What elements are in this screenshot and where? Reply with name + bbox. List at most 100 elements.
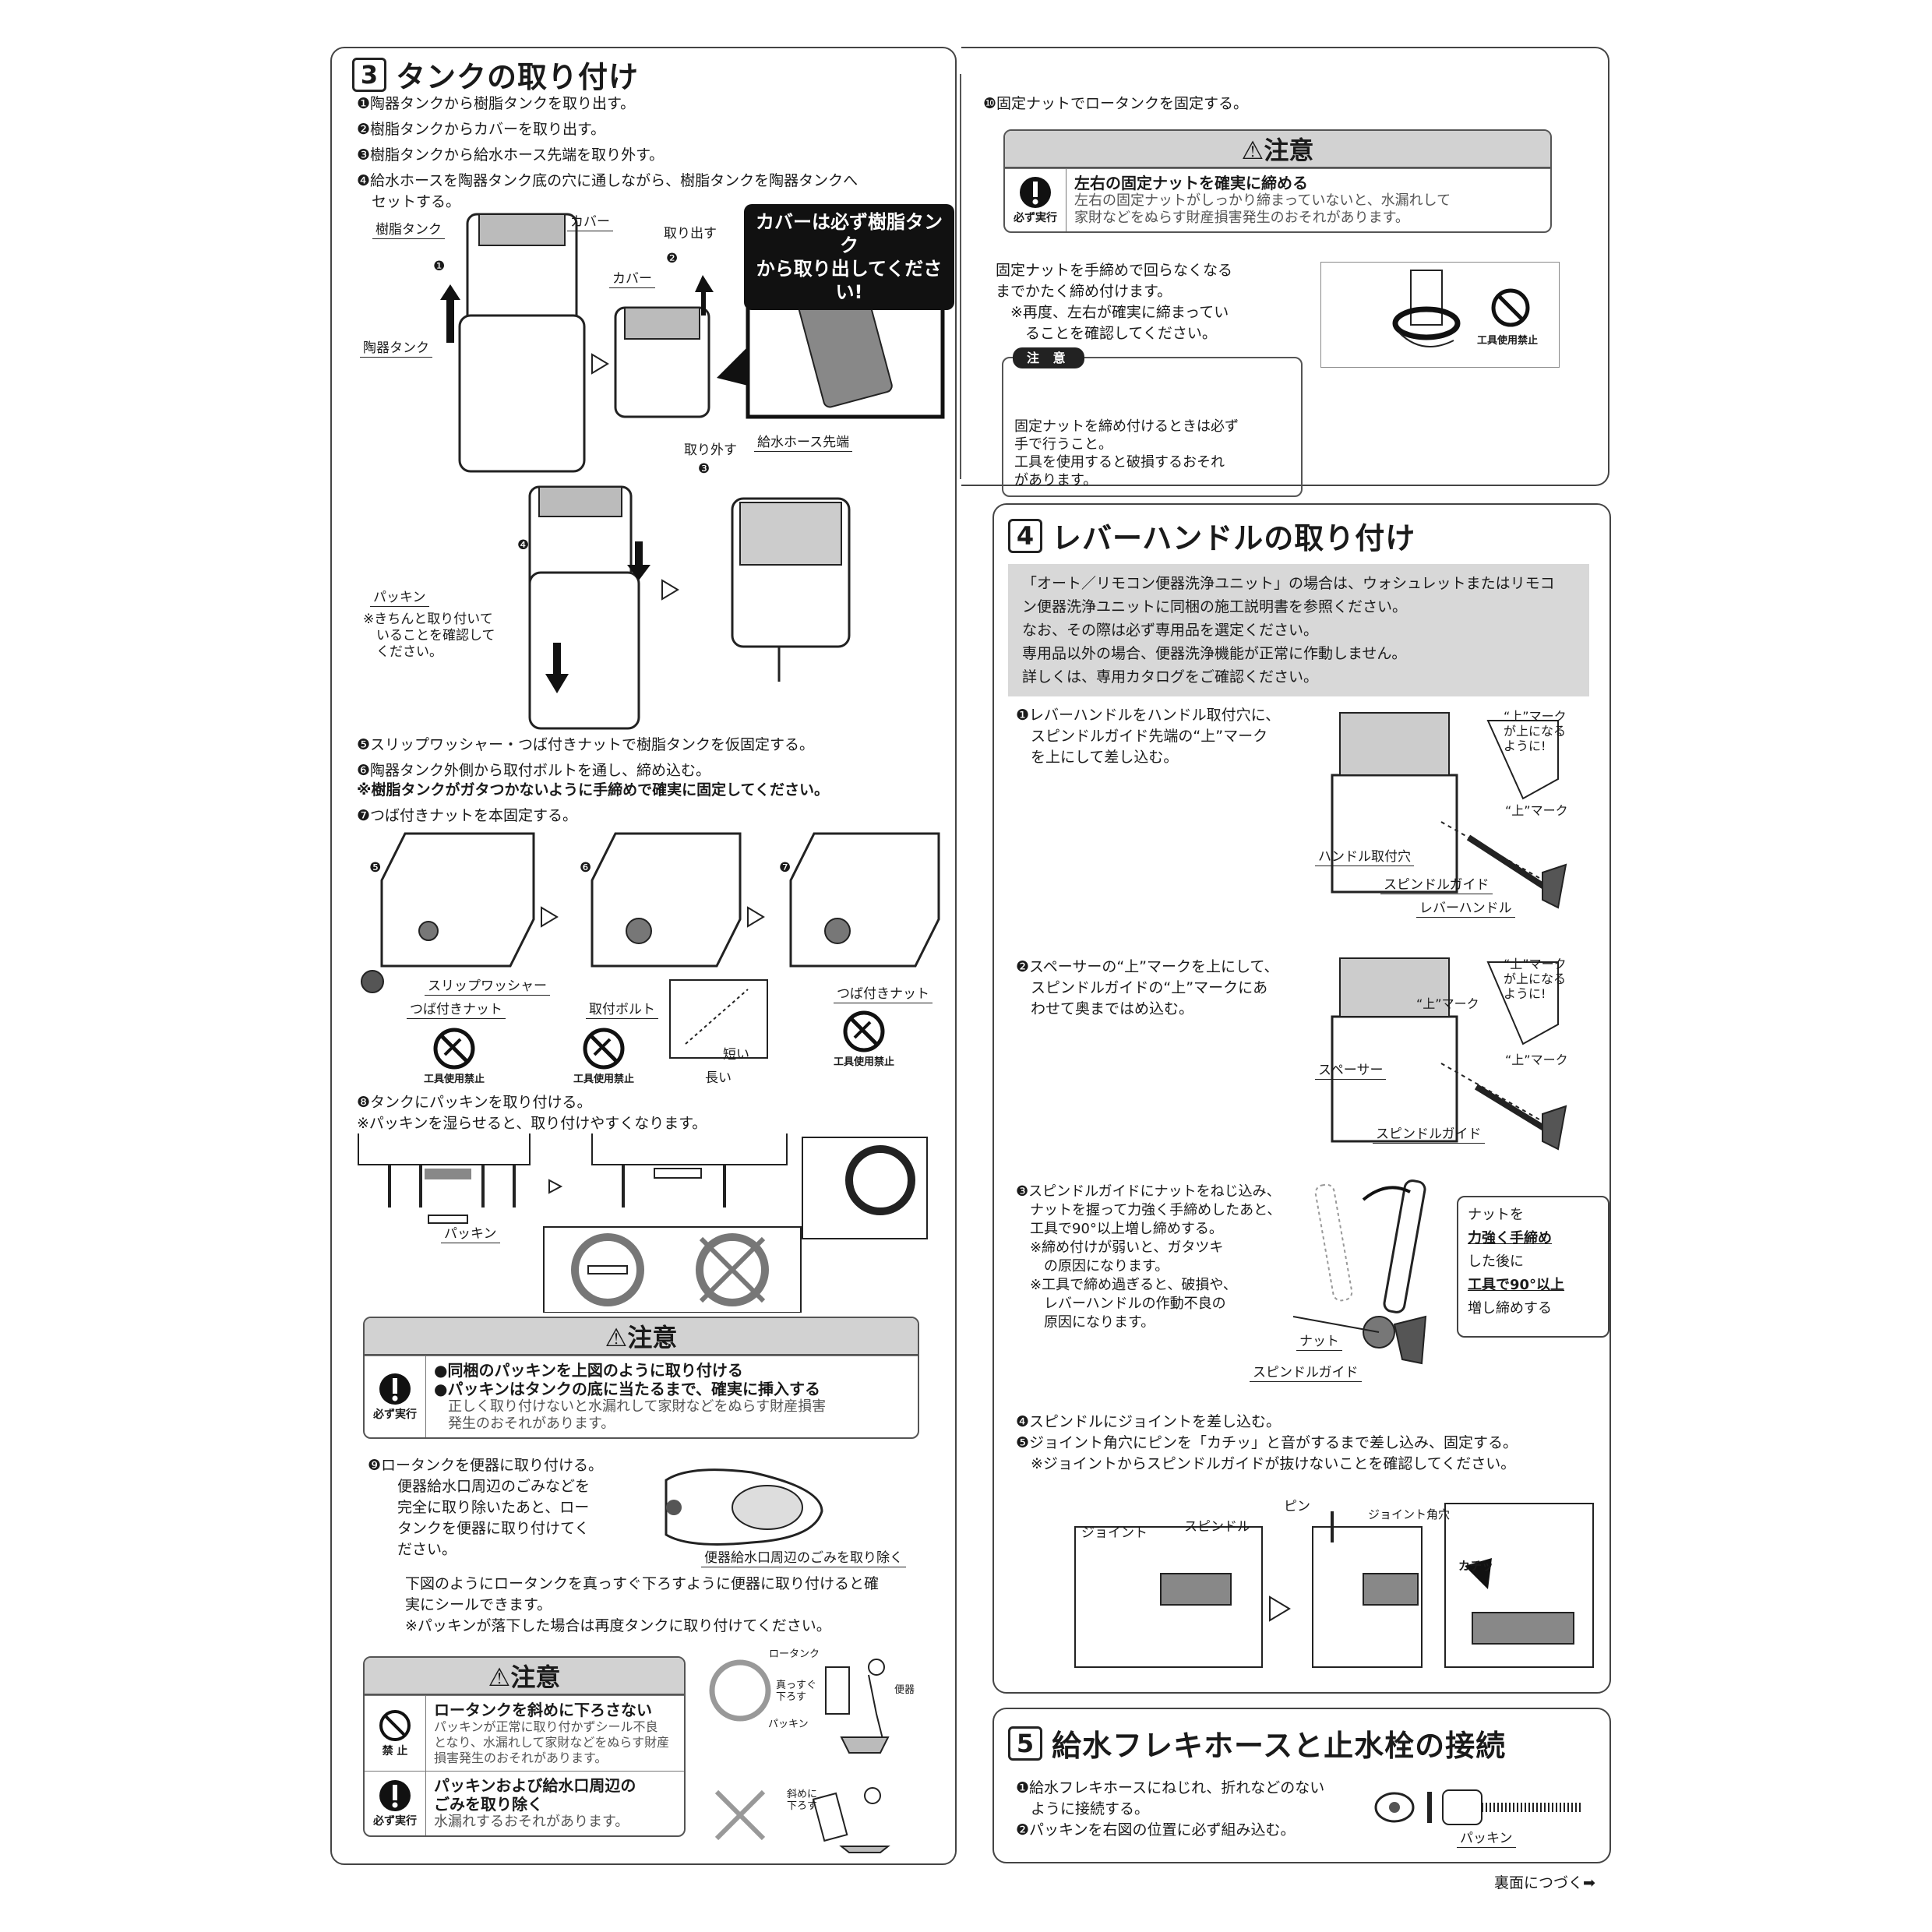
label-straight: 真っすぐ 下ろす [776, 1680, 817, 1703]
label-remove: 取り外す [684, 442, 737, 458]
step-7: ❼つば付きナットを本固定する。 [357, 807, 578, 824]
label-hose-tip: 給水ホース先端 [754, 435, 853, 452]
caution-row: 必ず実行 左右の固定ナットを確実に締める 左右の固定ナットがしっかり締まっていな… [1005, 168, 1550, 231]
box-line-2: 力強く手締め [1468, 1230, 1552, 1246]
label-long: 長い [705, 1070, 732, 1086]
lever-handle-illustration [1331, 712, 1567, 909]
step-6: ❻陶器タンク外側から取付ボルトを通し、締め込む。 [357, 762, 711, 779]
no-tool-icon [433, 1028, 475, 1070]
nut-tightening-illustration [1292, 1179, 1427, 1365]
label-n4: ❹ [517, 538, 530, 553]
label-ceramic-tank: 陶器タンク [360, 340, 432, 358]
label-packing-3: パッキン [768, 1719, 809, 1730]
must-do-icon: 必ず実行 [365, 1772, 426, 1835]
no-tool-icon [583, 1028, 625, 1070]
no-tool-label: 工具使用禁止 [834, 1056, 895, 1068]
step-10: ❿固定ナットでロータンクを固定する。 [983, 95, 1249, 112]
label-n6: ❻ [580, 860, 592, 876]
caution-line-2: ●パッキンはタンクの底に当たるまで、確実に挿入する [434, 1380, 821, 1398]
label-spindle: スピンドル [1184, 1519, 1250, 1535]
label-slant: 斜めに 下ろす [787, 1789, 818, 1812]
caution-sub: 左右の固定ナットがしっかり締まっていないと、水漏れして 家財などをぬらす財産損害… [1074, 192, 1451, 226]
caution-box-packing: ⚠注意 必ず実行 ●同梱のパッキンを上図のように取り付ける ●パッキンはタンクの… [363, 1317, 919, 1439]
label-bowl: 便器 [894, 1684, 915, 1696]
caution-bold: 左右の固定ナットを確実に締める [1074, 174, 1308, 192]
note-box-no-tool: 注 意 固定ナットを締め付けるときは必ず 手で行うこと。 工具を使用すると破損す… [1002, 347, 1303, 497]
label-spindle-guide-2: スピンドルガイド [1373, 1126, 1485, 1144]
s4-step-2: ❷スペーサーの“上”マークを上にして、 スピンドルガイドの“上”マークにあ わせ… [1016, 958, 1279, 1017]
label-n1: ❶ [433, 259, 446, 274]
step-8: ❽タンクにパッキンを取り付ける。 ※パッキンを湿らせると、取り付けやすくなります… [357, 1094, 707, 1132]
lowering-illustration [709, 1659, 890, 1853]
section-4-panel [992, 503, 1611, 1694]
label-n3: ❸ [698, 461, 710, 477]
packing-illustration [358, 1133, 928, 1313]
caution-box-lowtank: ⚠注意 禁 止 ロータンクを斜めに下ろさない パッキンが正常に取り付かずシール不… [363, 1656, 686, 1837]
caution-r1-bold: ロータンクを斜めに下ろさない [434, 1701, 652, 1719]
box-line-4: 工具で90°以上 [1468, 1277, 1565, 1293]
step-9-detail: 下図のようにロータンクを真っすぐ下ろすように便器に取り付けると確 実にシールでき… [405, 1575, 880, 1634]
label-flange-nut-2: つば付きナット [834, 986, 933, 1003]
nut-fixing-illustration [361, 832, 940, 1059]
label-mark-up-2: “上”マーク が上になる ように! [1504, 957, 1567, 1001]
caution-heading: ⚠注意 [365, 1318, 918, 1356]
label-mark-1: “上”マーク [1505, 803, 1568, 818]
section-number: 5 [1008, 1726, 1042, 1761]
label-n7: ❼ [779, 860, 791, 876]
caution-text: ●同梱のパッキンを上図のように取り付ける ●パッキンはタンクの底に当たるまで、確… [426, 1356, 834, 1437]
must-do-icon: 必ず実行 [1005, 169, 1066, 231]
label-handle-hole: ハンドル取付穴 [1315, 849, 1414, 866]
caution-row: 必ず実行 パッキンおよび給水口周辺の ごみを取り除く 水漏れするおそれがあります… [365, 1771, 684, 1835]
section-title: レバーハンドルの取り付け [1052, 521, 1416, 555]
label-joint-hole: ジョイント角穴 [1368, 1507, 1451, 1521]
box-line-5: 増し締めする [1468, 1300, 1552, 1317]
caution-heading: ⚠注意 [365, 1658, 684, 1695]
label-mark-up-1: “上”マーク が上になる ように! [1504, 709, 1567, 753]
label-lever-handle: レバーハンドル [1416, 901, 1515, 918]
section-number: 4 [1008, 518, 1042, 553]
no-tool-sign-1: 工具使用禁止 [424, 1027, 485, 1085]
label-bowl-clean: 便器給水口周辺のごみを取り除く [701, 1550, 906, 1567]
label-packing-s5: パッキン [1457, 1831, 1516, 1848]
section-3-header: 3 タンクの取り付け [352, 53, 639, 96]
section-5-panel [992, 1708, 1611, 1863]
continue-on-back: 裏面につづく➡ [1494, 1874, 1595, 1891]
must-do-label: 必ず実行 [373, 1815, 417, 1828]
label-mark-2b: “上”マーク [1505, 1052, 1568, 1067]
no-tool-sign-3: 工具使用禁止 [834, 1010, 894, 1068]
label-joint: ジョイント [1081, 1525, 1148, 1541]
label-packing-2: パッキン [441, 1226, 500, 1243]
info-box: 「オート／リモコン便器洗浄ユニット」の場合は、ウォシュレットまたはリモコ ン便器… [1008, 564, 1589, 696]
joint-pin-illustration [1074, 1503, 1594, 1668]
caution-text: ロータンクを斜めに下ろさない パッキンが正常に取り付かずシール不良 となり、水漏… [426, 1696, 677, 1771]
no-tool-icon [843, 1010, 885, 1052]
label-spacer: スペーサー [1315, 1063, 1387, 1080]
label-click: カチッ [1458, 1559, 1494, 1573]
s4-step-1: ❶レバーハンドルをハンドル取付穴に、 スピンドルガイド先端の“上”マーク を上に… [1016, 707, 1281, 766]
toilet-bowl-top-view [665, 1468, 823, 1546]
step-6-note: ※樹脂タンクがガタつかないように手締めで確実に固定してください。 [357, 781, 829, 799]
step-3: ❸樹脂タンクから給水ホース先端を取り外す。 [357, 146, 665, 164]
label-flange-nut: つば付きナット [407, 1002, 506, 1019]
label-pin: ピン [1284, 1499, 1310, 1514]
step-9: ❾ロータンクを便器に取り付ける。 便器給水口周辺のごみなどを 完全に取り除いたあ… [368, 1457, 604, 1558]
label-short: 短い [723, 1047, 749, 1063]
label-take-out: 取り出す [664, 226, 717, 242]
label-cover-2: カバー [609, 271, 655, 288]
callout-remove-cover: カバーは必ず樹脂タンク から取り出してください! [744, 204, 954, 310]
label-resin-tank: 樹脂タンク [372, 222, 445, 239]
no-tool-label: 工具使用禁止 [1477, 335, 1539, 347]
label-low-tank: ロータンク [769, 1648, 820, 1660]
label-n5: ❺ [369, 860, 382, 876]
section-5-header: 5 給水フレキホースと止水栓の接続 [1008, 1722, 1506, 1765]
section-title: タンクの取り付け [396, 60, 640, 94]
section-4-header: 4 レバーハンドルの取り付け [1008, 514, 1416, 557]
s4-step-4-5: ❹スピンドルにジョイントを差し込む。 ❺ジョイント角穴にピンを「カチッ」と音がす… [1016, 1413, 1518, 1472]
s5-steps: ❶給水フレキホースにねじれ、折れなどのない ように接続する。 ❷パッキンを右図の… [1016, 1779, 1325, 1839]
hose-packing-illustration [1374, 1789, 1581, 1825]
prohibited-label: 禁 止 [382, 1745, 408, 1757]
hand-tightening-illustration [1392, 270, 1530, 347]
note-text: 固定ナットを締め付けるときは必ず 手で行うこと。 工具を使用すると破損するおそれ… [1014, 418, 1239, 488]
label-packing: パッキン [370, 590, 429, 607]
caution-heading: ⚠注意 [1005, 131, 1550, 168]
